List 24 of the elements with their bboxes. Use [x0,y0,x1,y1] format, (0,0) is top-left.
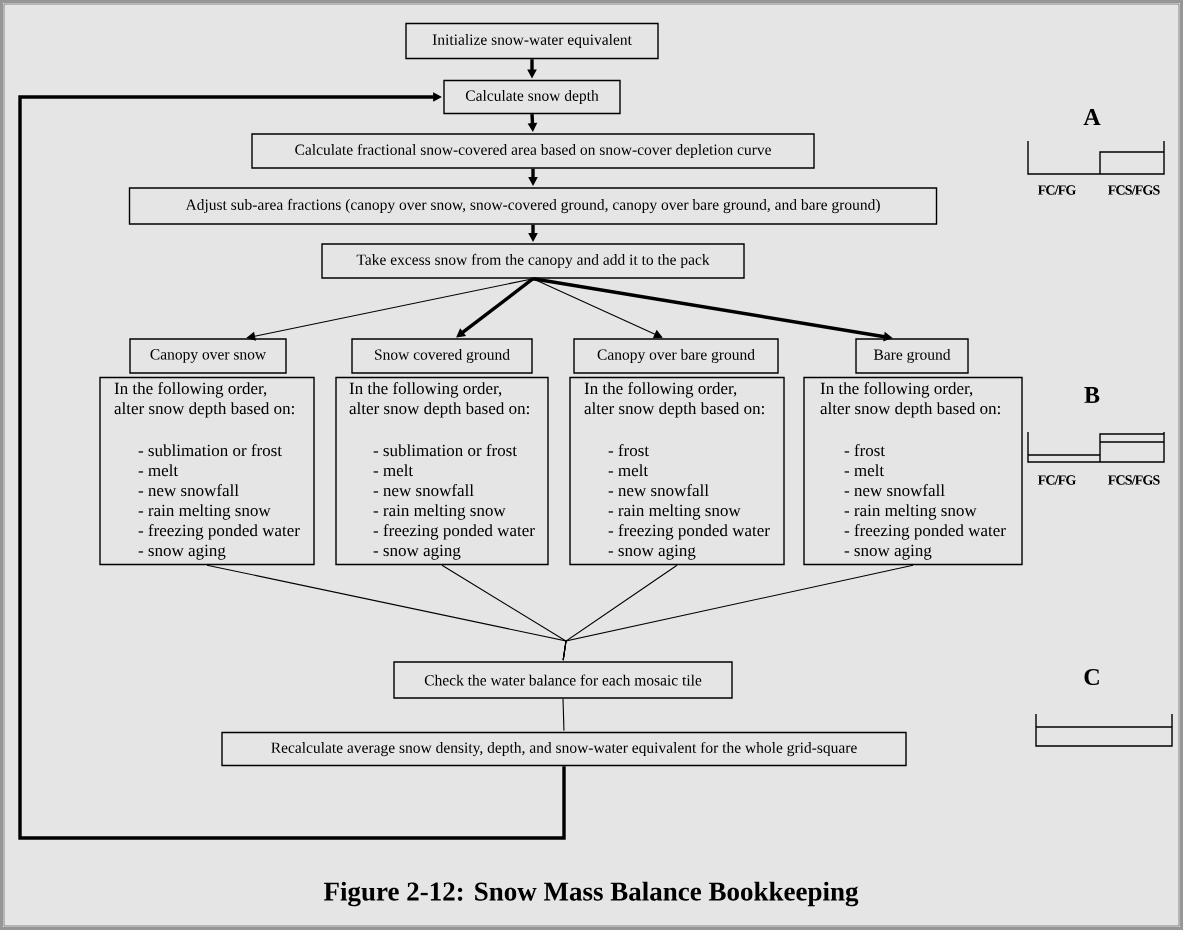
bracket-label: FCS/FGS [1108,475,1160,485]
bracket-label: FCS/FGS [1108,185,1160,195]
arrow [456,277,535,338]
section-letter: C [1084,668,1099,686]
process-box: Check the water balance for each mosaic tile [393,661,733,699]
process-box: Calculate snow depth [443,79,621,115]
bracket-label: FC/FG [1037,475,1076,485]
process-box: Snow covered ground [351,338,533,374]
bracket-label: FC/FG [1037,185,1076,195]
process-box: Adjust sub-area fractions (canopy over snow, snow-covered ground, canopy over bare ground, and bare ground) [128,187,938,225]
list-box: In the following order, alter snow depth based on: - sublimation or frost - melt - new snowfall - rain melting snow - freezing ponded water - snow aging [99,376,315,566]
process-box: Canopy over snow [129,338,287,374]
figure-caption: Figure 2-12: Snow Mass Balance Bookkeeping [323,881,859,907]
list-box: In the following order, alter snow depth based on: - frost - melt - new snowfall - rain melting snow - freezing ponded water - snow aging [569,376,785,566]
process-box: Canopy over bare ground [573,338,779,374]
section-letter: A [1083,109,1101,125]
process-box: Take excess snow from the canopy and add it to the pack [321,243,745,279]
list-box: In the following order, alter snow depth based on: - sublimation or frost - melt - new snowfall - rain melting snow - freezing ponded water - snow aging [335,376,549,566]
process-box: Calculate fractional snow-covered area based on snow-cover depletion curve [251,133,815,169]
list-box: In the following order, alter snow depth based on: - frost - melt - new snowfall - rain melting snow - freezing ponded water - snow aging [803,376,1023,566]
process-box: Recalculate average snow density, depth, and snow-water equivalent for the whole grid-square [221,731,907,767]
process-box: Bare ground [855,338,969,374]
section-letter: B [1084,387,1100,403]
process-box: Initialize snow-water equivalent [405,22,659,60]
